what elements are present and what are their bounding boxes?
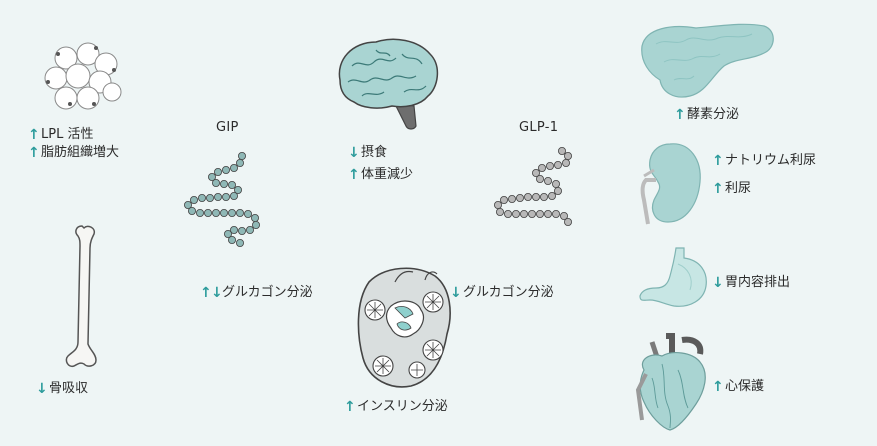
up-arrow-icon: ↑ [348, 167, 360, 183]
effect-text: 利尿 [725, 181, 752, 196]
pancreas-icon [641, 23, 774, 98]
effect-text: グルカゴン分泌 [222, 285, 313, 300]
effect-text: LPL 活性 [41, 127, 94, 142]
up-arrow-icon: ↑ [344, 399, 356, 415]
effect-text: 酵素分泌 [687, 107, 740, 122]
down-arrow-icon: ↓ [36, 381, 48, 397]
bone-effects: ↓骨吸収 [36, 380, 88, 398]
stomach-effect: ↓胃内容排出 [712, 274, 790, 292]
up-arrow-icon: ↑ [28, 145, 40, 161]
effect-text: 胃内容排出 [725, 275, 791, 290]
heart-effect: ↑心保護 [712, 378, 764, 396]
kidney-effects: ↑ナトリウム利尿 ↑利尿 [712, 152, 816, 198]
glp1-label: GLP-1 [519, 120, 559, 135]
effect-text: 骨吸収 [49, 381, 89, 396]
effect-text: 摂食 [361, 145, 388, 160]
brain-effects: ↓摂食 ↑体重減少 [348, 144, 413, 184]
brain-icon [338, 38, 439, 130]
up-arrow-icon: ↑ [712, 153, 724, 169]
effect-text: 脂肪組織増大 [41, 145, 120, 160]
heart-icon [635, 333, 706, 431]
down-arrow-icon: ↓ [712, 275, 724, 291]
up-arrow-icon: ↑ [712, 181, 724, 197]
gip-glucagon-effect: ↑↓グルカゴン分泌 [200, 284, 313, 302]
effect-text: インスリン分泌 [357, 399, 448, 414]
down-arrow-icon: ↓ [211, 285, 223, 301]
stomach-icon [639, 247, 707, 307]
up-arrow-icon: ↑ [674, 107, 686, 123]
down-arrow-icon: ↓ [450, 285, 462, 301]
up-arrow-icon: ↑ [28, 127, 40, 143]
effect-text: 体重減少 [361, 167, 414, 182]
gip-peptide-icon [183, 152, 261, 248]
kidney-icon [640, 143, 701, 225]
up-arrow-icon: ↑ [200, 285, 212, 301]
glp1-peptide-icon [494, 147, 573, 227]
islet-icon [357, 267, 451, 388]
enzyme-effect: ↑酵素分泌 [674, 106, 739, 124]
effect-text: 心保護 [725, 379, 765, 394]
bone-icon [65, 225, 97, 368]
fat-effects: ↑LPL 活性 ↑脂肪組織増大 [28, 126, 119, 162]
effect-text: ナトリウム利尿 [725, 153, 817, 168]
gip-label: GIP [216, 120, 239, 135]
fat-cells-icon [44, 42, 122, 110]
glp1-glucagon-effect: ↓グルカゴン分泌 [450, 284, 554, 302]
up-arrow-icon: ↑ [712, 379, 724, 395]
down-arrow-icon: ↓ [348, 145, 360, 161]
insulin-effect: ↑インスリン分泌 [344, 398, 448, 416]
effect-text: グルカゴン分泌 [463, 285, 554, 300]
